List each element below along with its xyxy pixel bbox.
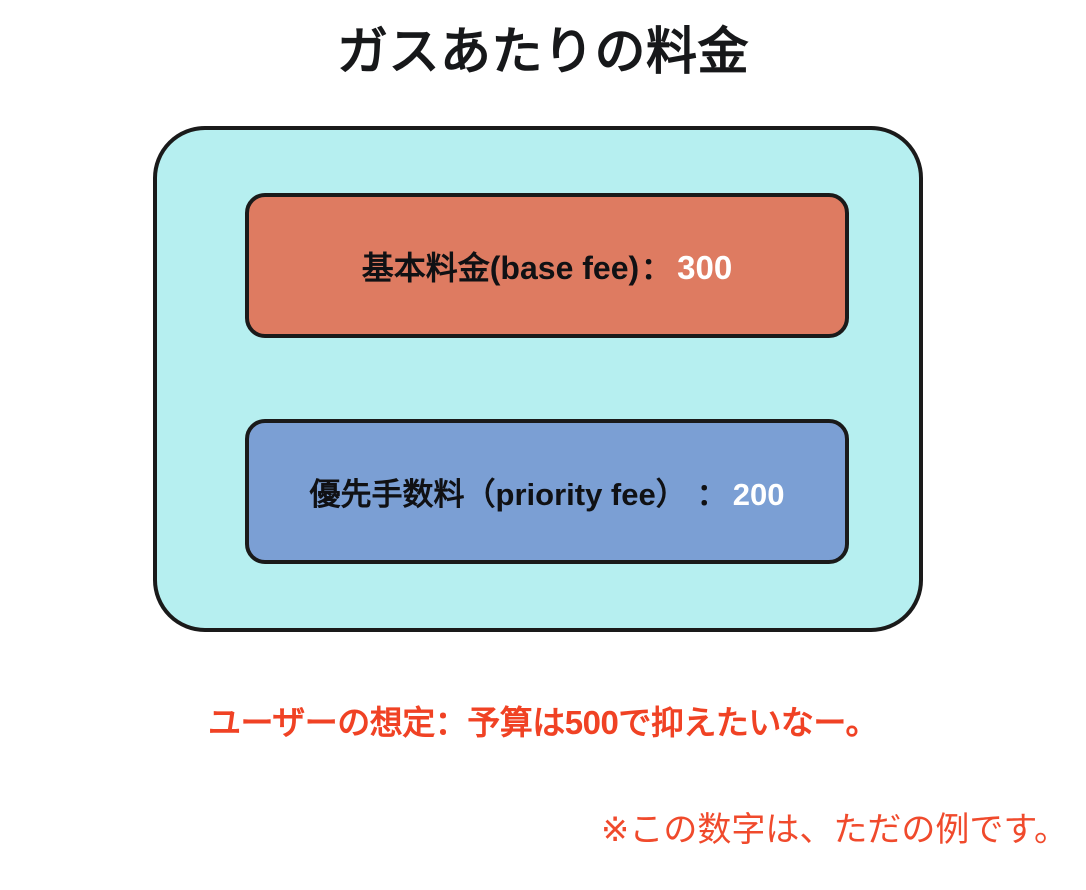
base-fee-separator: ： <box>641 252 672 286</box>
page-title: ガスあたりの料金 <box>336 23 749 80</box>
priority-fee-line: 優先手数料（priority fee） ： 200 <box>310 469 785 514</box>
base-fee-value: 300 <box>677 248 733 286</box>
base-fee-line: 基本料金(base fee) ： 300 <box>362 243 732 289</box>
priority-fee-separator: ： <box>696 479 727 512</box>
base-fee-box: 基本料金(base fee) ： 300 <box>245 193 849 338</box>
priority-fee-box: 優先手数料（priority fee） ： 200 <box>245 419 849 564</box>
user-assumption-note: ユーザーの想定：予算は500で抑えたいなー。 <box>207 704 879 741</box>
priority-fee-label: 優先手数料（priority fee） <box>309 477 687 512</box>
gas-total-container: 基本料金(base fee) ： 300 優先手数料（priority fee）… <box>153 126 923 632</box>
example-footnote: ※この数字は、ただの例です。 <box>600 811 1068 849</box>
base-fee-label: 基本料金(base fee) <box>361 249 640 286</box>
priority-fee-value: 200 <box>732 477 785 512</box>
